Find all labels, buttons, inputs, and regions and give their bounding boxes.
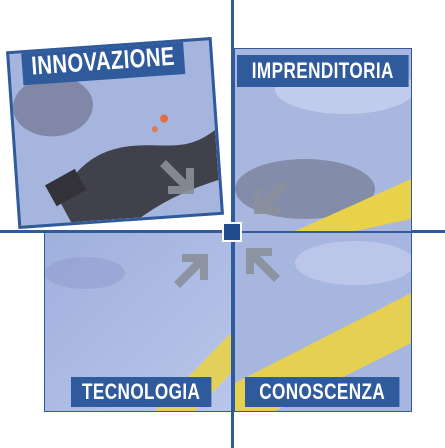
label-tecnologia: TECNOLOGIA: [71, 377, 212, 407]
panel-image-innovazione: [9, 40, 221, 226]
arrow-down-right-icon: [160, 160, 194, 194]
label-imprenditoria: IMPRENDITORIA: [237, 55, 409, 87]
arrow-up-left-icon: [246, 248, 280, 282]
panel-tecnologia: TECNOLOGIA: [44, 232, 232, 412]
arrow-up-right-icon: [174, 254, 208, 288]
panel-innovazione: INNOVAZIONE: [6, 37, 224, 229]
label-conoscenza: CONOSCENZA: [245, 377, 400, 407]
center-square: [222, 222, 242, 242]
arrow-down-left-icon: [254, 180, 288, 214]
panel-imprenditoria: IMPRENDITORIA: [234, 48, 412, 232]
